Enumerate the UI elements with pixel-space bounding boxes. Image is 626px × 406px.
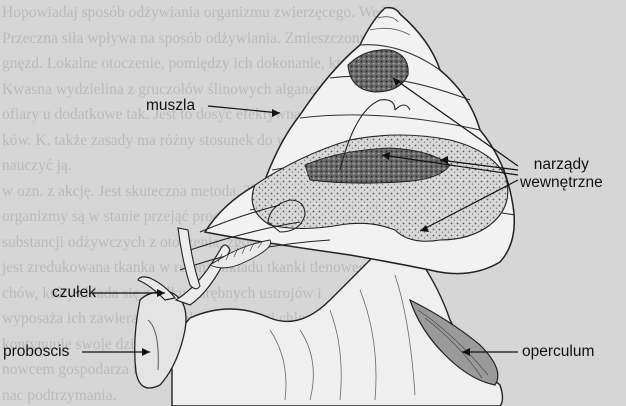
label-czulek: czułek: [52, 284, 96, 302]
label-proboscis: proboscis: [3, 343, 69, 361]
label-narzady-line1: narządy: [520, 156, 603, 174]
label-muszla: muszla: [146, 97, 195, 115]
label-narzady-line2: wewnętrzne: [520, 174, 603, 192]
label-narzady-wewnetrzne: narządy wewnętrzne: [520, 156, 603, 192]
label-operculum: operculum: [522, 343, 594, 361]
